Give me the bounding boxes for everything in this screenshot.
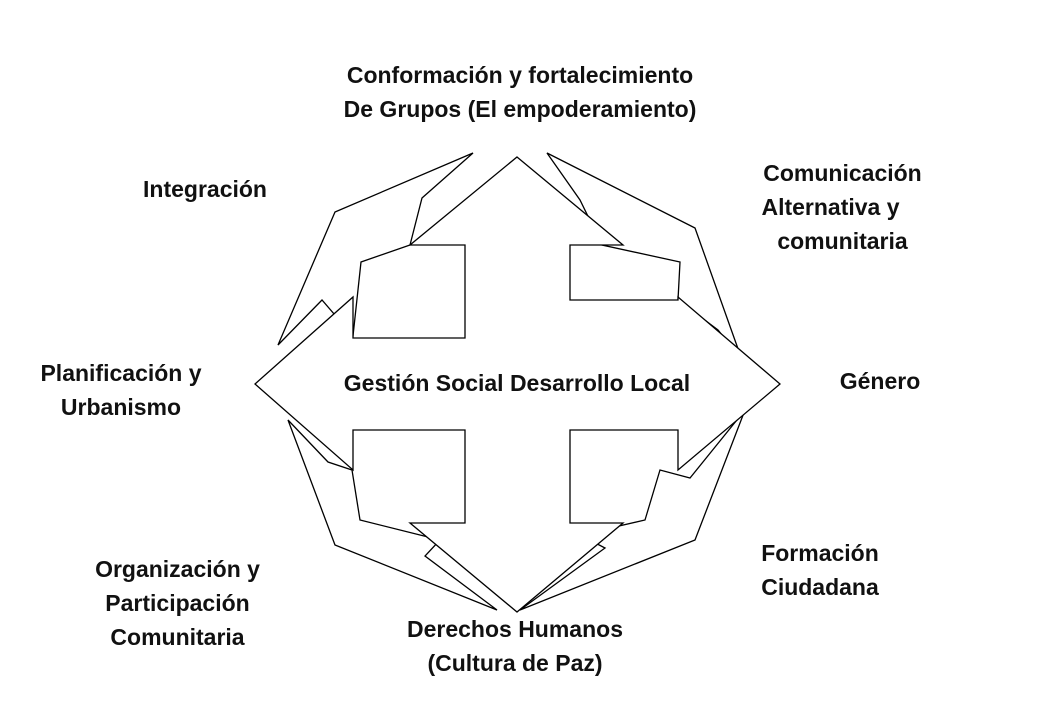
theme-top-right-line-3: comunitaria (777, 228, 908, 254)
theme-bottom-left-line-2: Participación (105, 590, 250, 616)
theme-right-line-1: Género (839, 368, 921, 394)
theme-top-label: Conformación y fortalecimiento De Grupos… (255, 58, 785, 126)
theme-left-label: Planificación y Urbanismo (0, 356, 242, 424)
theme-top-right-label: Comunicación Alternativa y comunitaria (725, 156, 960, 258)
theme-bottom-label: Derechos Humanos (Cultura de Paz) (345, 612, 685, 680)
theme-right-label: Género (805, 364, 955, 398)
theme-top-right-line-1: Comunicación (763, 160, 922, 186)
ring-arrow-top-left (277, 152, 474, 346)
theme-bottom-line-1: Derechos Humanos (406, 616, 623, 642)
theme-left-line-2: Urbanismo (60, 394, 182, 420)
theme-left-line-1: Planificación y (40, 360, 202, 386)
center-label: Gestión Social Desarrollo Local (262, 366, 772, 400)
theme-top-line-2: De Grupos (El empoderamiento) (343, 96, 697, 122)
theme-bottom-right-line-2: Ciudadana (761, 574, 879, 600)
theme-bottom-line-2: (Cultura de Paz) (427, 650, 603, 676)
theme-bottom-left-label: Organización y Participación Comunitaria (45, 552, 310, 654)
theme-top-left-line-1: Integración (143, 176, 267, 202)
theme-bottom-left-line-1: Organización y (95, 556, 260, 582)
theme-bottom-right-line-1: Formación (761, 540, 879, 566)
theme-top-line-1: Conformación y fortalecimiento (346, 62, 694, 88)
center-label-text: Gestión Social Desarrollo Local (343, 370, 691, 396)
theme-bottom-right-label: Formación Ciudadana (720, 536, 920, 604)
theme-bottom-left-line-3: Comunitaria (110, 624, 245, 650)
central-cross-arrow (254, 156, 782, 613)
theme-top-left-label: Integración (110, 172, 300, 206)
theme-top-right-line-2: Alternativa y (761, 194, 900, 220)
